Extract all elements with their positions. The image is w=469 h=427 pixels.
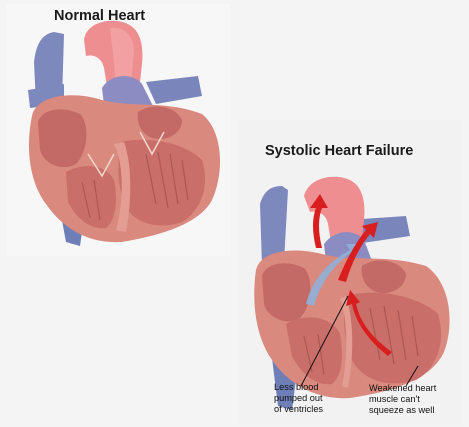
- pulmonary-artery-right: [146, 76, 202, 104]
- callout-weakened-muscle: Weakened heart muscle can't squeeze as w…: [369, 383, 436, 416]
- normal-heart-panel: Normal Heart: [6, 4, 230, 256]
- callout-weakened-line-2: muscle can't: [369, 394, 436, 405]
- failing-heart-illustration: [238, 120, 462, 425]
- callout-weakened-line-1: Weakened heart: [369, 383, 436, 394]
- right-atrium: [262, 263, 310, 321]
- callout-less-blood-line-1: Less blood: [274, 382, 323, 393]
- callout-less-blood: Less blood pumped out of ventricles: [274, 382, 323, 415]
- callout-less-blood-line-3: of ventricles: [274, 404, 323, 415]
- callout-weakened-line-3: squeeze as well: [369, 405, 436, 416]
- callout-less-blood-line-2: pumped out: [274, 393, 323, 404]
- left-ventricle: [118, 140, 205, 226]
- systolic-failure-panel: Systolic Heart Failure: [238, 120, 462, 425]
- normal-heart-illustration: [6, 4, 230, 256]
- right-atrium: [38, 109, 86, 167]
